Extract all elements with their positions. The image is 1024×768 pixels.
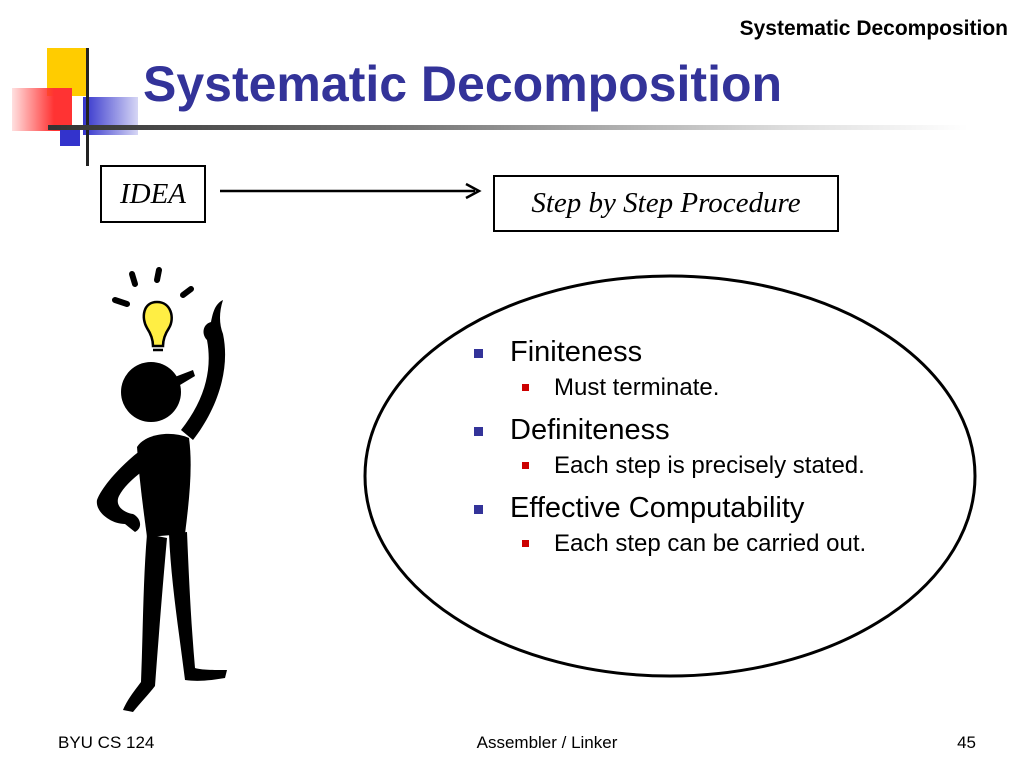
square-bullet-icon — [474, 349, 483, 358]
criteria-list: Finiteness Must terminate. Definiteness … — [470, 335, 890, 559]
footer-page-number: 45 — [957, 733, 976, 752]
square-bullet-icon — [522, 384, 529, 391]
footer-course: BYU CS 124 — [58, 733, 155, 752]
thinking-stick-figure — [96, 267, 227, 712]
square-bullet-icon — [522, 540, 529, 547]
square-bullet-icon — [474, 427, 483, 436]
footer-topic: Assembler / Linker — [476, 733, 618, 752]
criteria-oval — [363, 274, 977, 678]
bullet-finiteness: Finiteness — [470, 335, 890, 369]
lightbulb-icon — [142, 300, 173, 352]
decorative-squares — [12, 48, 138, 166]
arrow-right — [220, 182, 482, 200]
bullet-effective-computability: Effective Computability — [470, 491, 890, 525]
square-bullet-icon — [522, 462, 529, 469]
square-bullet-icon — [474, 505, 483, 514]
idea-box: IDEA — [100, 165, 206, 223]
bullet-definiteness: Definiteness — [470, 413, 890, 447]
slide-title: Systematic Decomposition — [143, 56, 783, 112]
title-underline — [48, 125, 968, 130]
sub-bullet-effective-computability: Each step can be carried out. — [470, 528, 874, 559]
header-corner-title: Systematic Decomposition — [739, 17, 1008, 40]
sub-bullet-definiteness: Each step is precisely stated. — [470, 450, 874, 481]
procedure-box: Step by Step Procedure — [493, 175, 839, 232]
sub-bullet-finiteness: Must terminate. — [470, 372, 874, 403]
